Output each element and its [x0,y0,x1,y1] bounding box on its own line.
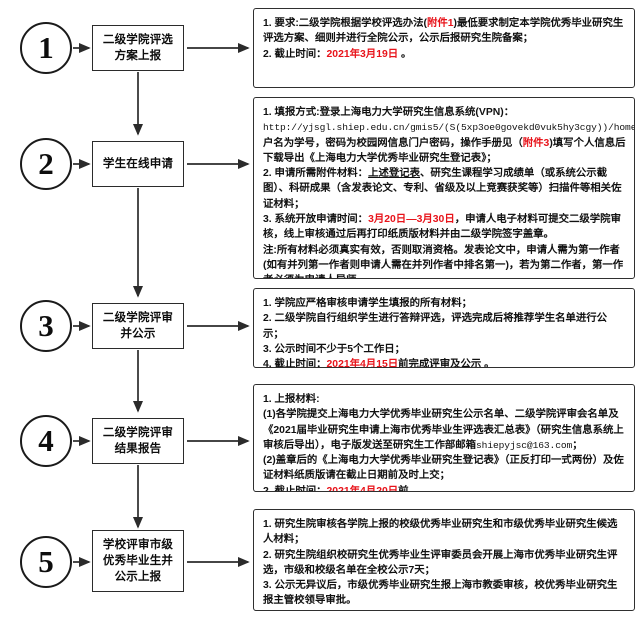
detail-1-line-2: 2. 截止时间：2021年3月19日 。 [263,48,412,60]
stage-box-4-label: 二级学院评审 结果报告 [102,426,174,455]
detail-3-line-4: 4. 截止时间：2021年4月15日前完成评审及公示 。 [263,359,495,368]
step-number-circle-5: 5 [20,536,72,588]
stage-box-2-label: 学生在线申请 [102,157,174,170]
detail-1-line-1: 1. 要求:二级学院根据学校评选办法(附件1)最低要求制定本学院优秀毕业研究生评… [263,18,624,45]
detail-2-line-3: 2. 申请所需附件材料：上述登记表、研究生课程学习成绩单（或系统公示截图）、科研… [263,168,622,210]
stage-box-3[interactable]: 二级学院评审 并公示 [92,303,184,349]
detail-4-line-1: 1. 上报材料: [263,394,320,405]
stage-box-5[interactable]: 学校评审市级 优秀毕业生并 公示上报 [92,530,184,592]
step-number-1: 1 [38,29,54,65]
step-number-2: 2 [38,145,54,181]
stage-box-1-label: 二级学院评选 方案上报 [102,33,174,62]
detail-3-line-2: 2. 二级学院自行组织学生进行答辩评选，评选完成后将推荐学生名单进行公示； [263,313,608,340]
detail-4-line-3: (2)盖章后的《上海电力大学优秀毕业研究生登记表》（正反打印一式两份）及佐证材料… [263,455,624,482]
stage-box-3-label: 二级学院评审 并公示 [102,311,174,340]
detail-panel-1: 1. 要求:二级学院根据学校评选办法(附件1)最低要求制定本学院优秀毕业研究生评… [253,8,635,88]
detail-2-line-5: 注:所有材料必须真实有效，否则取消资格。发表论文中，申请人需为第一作者(如有并列… [263,244,624,278]
detail-4-line-2: (1)各学院提交上海电力大学优秀毕业研究生公示名单、二级学院评审会名单及《202… [263,409,624,451]
stage-box-5-label: 学校评审市级 优秀毕业生并 公示上报 [102,538,174,584]
stage-box-2[interactable]: 学生在线申请 [92,141,184,187]
detail-5-line-1: 1. 研究生院审核各学院上报的校级优秀毕业研究生和市级优秀毕业研究生候选人材料； [263,519,618,546]
step-number-3: 3 [38,307,54,343]
step-number-circle-1: 1 [20,22,72,74]
detail-panel-2: 1. 填报方式:登录上海电力大学研究生信息系统(VPN)： http://yjs… [253,97,635,279]
detail-2-line-1: 1. 填报方式:登录上海电力大学研究生信息系统(VPN)： [263,107,515,118]
stage-box-4[interactable]: 二级学院评审 结果报告 [92,418,184,464]
step-number-circle-2: 2 [20,138,72,190]
detail-4-line-4: 2. 截止时间：2021年4月20日前。 [263,485,419,492]
detail-panel-4: 1. 上报材料: (1)各学院提交上海电力大学优秀毕业研究生公示名单、二级学院评… [253,384,635,492]
detail-2-line-4: 3. 系统开放申请时间：3月20日—3月30日，申请人电子材料可提交二级学院审核… [263,214,621,241]
detail-3-line-1: 1. 学院应严格审核申请学生填报的所有材料； [263,298,472,309]
detail-5-line-3: 3. 公示无异议后，市级优秀毕业研究生报上海市教委审核，校优秀毕业研究生报主管校… [263,580,618,607]
step-number-circle-4: 4 [20,415,72,467]
detail-panel-5: 1. 研究生院审核各学院上报的校级优秀毕业研究生和市级优秀毕业研究生候选人材料；… [253,509,635,611]
step-number-5: 5 [38,543,54,579]
detail-panel-3: 1. 学院应严格审核申请学生填报的所有材料； 2. 二级学院自行组织学生进行答辩… [253,288,635,368]
stage-box-1[interactable]: 二级学院评选 方案上报 [92,25,184,71]
step-number-4: 4 [38,422,54,458]
detail-2-line-2: http://yjsgl.shiep.edu.cn/gmis5/(S(5xp3o… [263,122,634,164]
detail-5-line-2: 2. 研究生院组织校研究生优秀毕业生评审委员会开展上海市优秀毕业研究生评选，市级… [263,549,618,576]
step-number-circle-3: 3 [20,300,72,352]
detail-3-line-3: 3. 公示时间不少于5个工作日； [263,343,406,355]
